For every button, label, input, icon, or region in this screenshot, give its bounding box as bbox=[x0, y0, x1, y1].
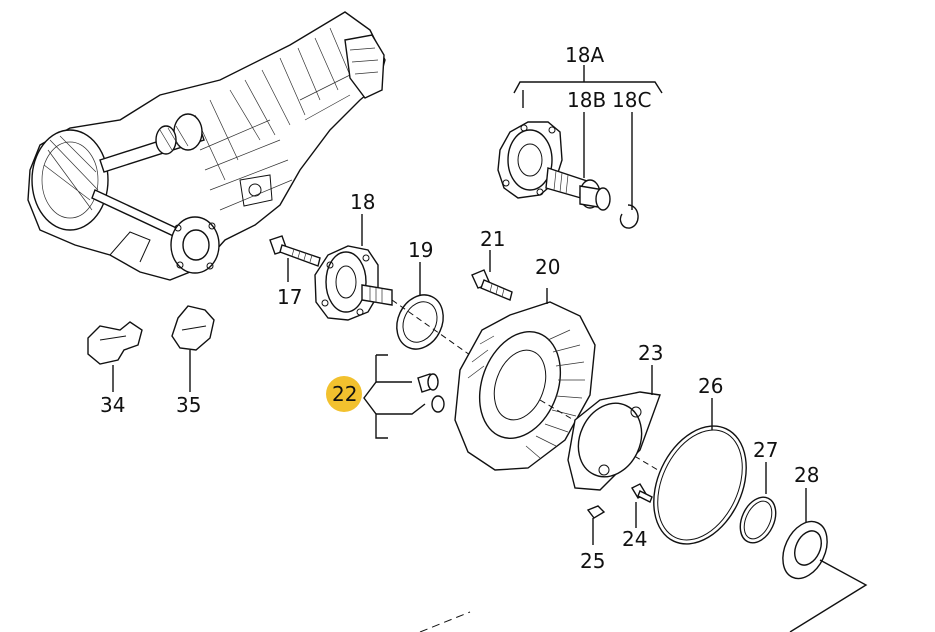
transmission-assembly bbox=[27, 11, 386, 281]
callout-17: 17 bbox=[277, 285, 302, 309]
callout-18: 18 bbox=[350, 190, 375, 214]
oring-26 bbox=[653, 398, 747, 545]
callout-22: 22 bbox=[332, 382, 357, 406]
callout-20: 20 bbox=[535, 255, 560, 279]
clip-25 bbox=[586, 505, 606, 545]
bracket-34 bbox=[87, 321, 143, 392]
callout-21: 21 bbox=[480, 227, 505, 251]
callout-18C: 18C bbox=[612, 88, 651, 112]
callout-26: 26 bbox=[698, 374, 723, 398]
highlight-marker bbox=[326, 376, 362, 412]
callout-18B: 18B bbox=[567, 88, 606, 112]
callout-25: 25 bbox=[580, 549, 605, 573]
callout-24: 24 bbox=[622, 527, 647, 551]
ring-27 bbox=[739, 462, 777, 544]
flange-shaft-18 bbox=[314, 214, 393, 321]
callout-18A: 18A bbox=[565, 43, 604, 67]
callout-23: 23 bbox=[638, 341, 663, 365]
plug-22 bbox=[363, 354, 445, 439]
callout-34: 34 bbox=[100, 393, 125, 417]
seal-28 bbox=[782, 488, 868, 632]
bracket-35 bbox=[171, 305, 215, 392]
bolt-17 bbox=[269, 235, 321, 282]
bolt-24 bbox=[631, 483, 653, 528]
bolt-21 bbox=[471, 250, 513, 301]
seal-19 bbox=[391, 262, 471, 356]
shield-23 bbox=[567, 365, 661, 491]
callout-27: 27 bbox=[753, 438, 778, 462]
output-flange-18A-assembly bbox=[497, 65, 663, 229]
callout-19: 19 bbox=[408, 238, 433, 262]
callout-28: 28 bbox=[794, 463, 819, 487]
callout-35: 35 bbox=[176, 393, 201, 417]
